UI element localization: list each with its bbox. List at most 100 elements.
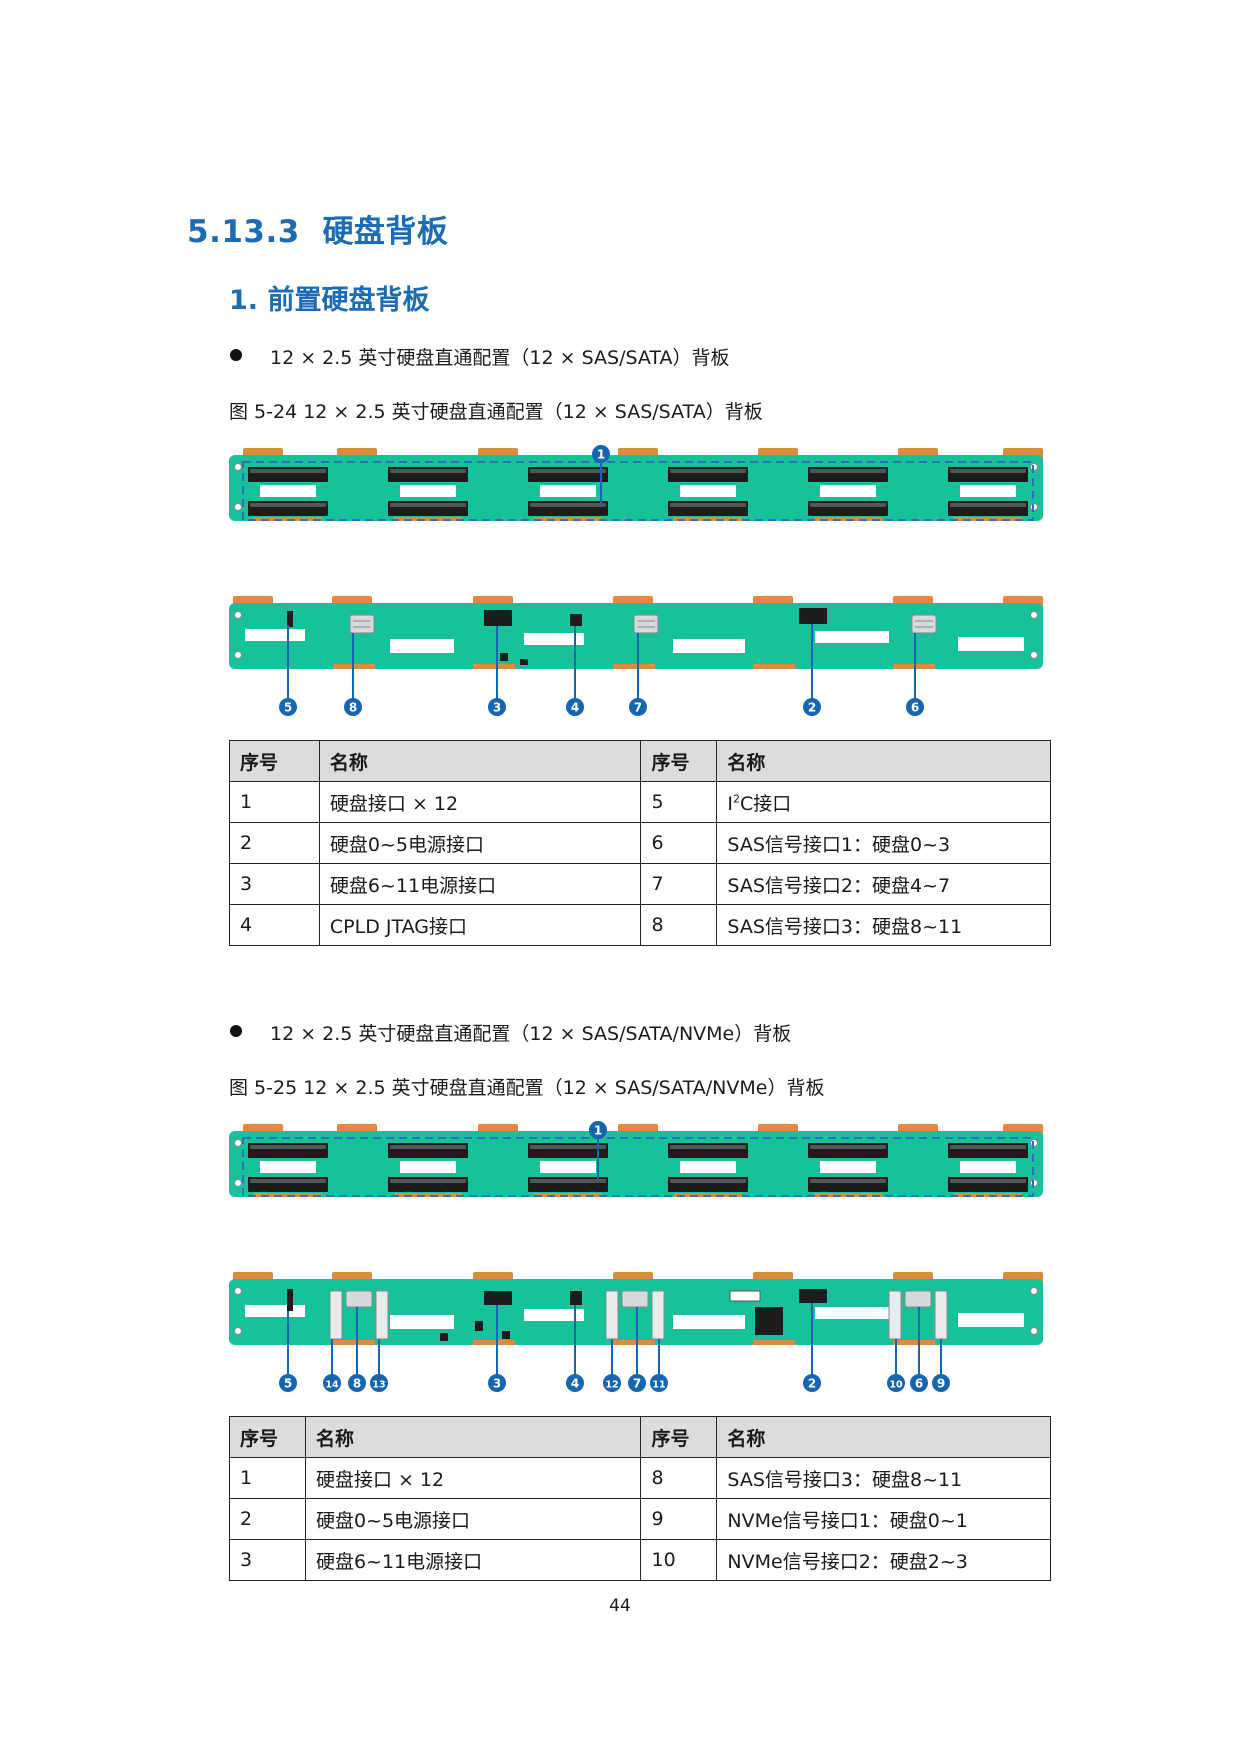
i2c-connector <box>287 611 293 627</box>
drive-connector-pins <box>950 503 1026 507</box>
col-header-name: 名称 <box>716 1416 1051 1458</box>
callout-number: 8 <box>353 1377 361 1391</box>
section-title: 硬盘背板 <box>322 214 449 250</box>
power-connector <box>799 1289 827 1303</box>
bottom-pad <box>753 664 795 669</box>
chip <box>520 659 528 665</box>
board-label-area <box>673 639 745 653</box>
sas-connector <box>621 1290 649 1308</box>
power-connector <box>484 1291 512 1305</box>
sas-connector <box>904 1290 932 1308</box>
board-label-area <box>673 1315 745 1329</box>
board-label-area <box>400 485 456 497</box>
sas-connector <box>345 1290 373 1308</box>
board-label-area <box>680 1161 736 1173</box>
screw-hole-icon <box>1030 651 1038 659</box>
screw-hole-icon <box>1030 1327 1038 1335</box>
table-row: 1 硬盘接口 × 12 8 SAS信号接口3：硬盘8~11 <box>229 1457 1051 1499</box>
nvme-connector <box>934 1290 948 1340</box>
bottom-pad <box>333 1340 375 1345</box>
nvme-connector <box>605 1290 619 1340</box>
figure-caption-5-24: 图 5-24 12 × 2.5 英寸硬盘直通配置（12 × SAS/SATA）背… <box>229 401 763 423</box>
table-cell: 6 <box>640 822 718 864</box>
drive-connector-pins <box>530 469 606 473</box>
table-row: 2 硬盘0~5电源接口 9 NVMe信号接口1：硬盘0~1 <box>229 1498 1051 1540</box>
callout-number: 11 <box>652 1380 665 1391</box>
chip <box>475 1321 483 1331</box>
bottom-pad <box>473 1340 515 1345</box>
callout-marker-icon <box>932 1374 950 1392</box>
parts-table-1: 序号 名称 序号 名称 1 硬盘接口 × 12 5 I2C接口 2 硬盘0~5电… <box>229 740 1051 946</box>
screw-hole-icon <box>234 611 242 619</box>
callout-number: 2 <box>808 1377 816 1391</box>
drive-connector-pins <box>530 1179 606 1183</box>
board-label-area <box>260 485 316 497</box>
nvme-connector <box>375 1290 389 1340</box>
callout-number: 1 <box>597 448 605 462</box>
subsection-number: 1. <box>229 285 259 316</box>
drive-connector-pins <box>670 1145 746 1149</box>
callout-number: 3 <box>493 701 501 715</box>
callout-number: 8 <box>349 701 357 715</box>
bullet-text: 12 × 2.5 英寸硬盘直通配置（12 × SAS/SATA/NVMe）背板 <box>270 1023 792 1045</box>
board-label-area <box>245 629 305 641</box>
col-header-name: 名称 <box>716 740 1051 782</box>
drive-connector-pins <box>250 1179 326 1183</box>
drive-connector-pins <box>250 469 326 473</box>
drive-connector-pins <box>250 503 326 507</box>
callout-number: 14 <box>325 1380 339 1391</box>
figure-caption-5-25: 图 5-25 12 × 2.5 英寸硬盘直通配置（12 × SAS/SATA/N… <box>229 1077 825 1099</box>
table-cell: 3 <box>229 1539 306 1581</box>
table-cell: 1 <box>229 781 320 823</box>
callout-marker-icon <box>370 1374 388 1392</box>
drive-connector-pins <box>810 469 886 473</box>
board-label-area <box>958 1313 1024 1327</box>
callout-number: 7 <box>634 701 642 715</box>
table-row: 4 CPLD JTAG接口 8 SAS信号接口3：硬盘8~11 <box>229 904 1051 946</box>
callout-marker-icon <box>592 445 610 463</box>
callout-number: 6 <box>911 701 919 715</box>
table-cell: SAS信号接口3：硬盘8~11 <box>716 904 1051 946</box>
callout-marker-icon <box>323 1374 341 1392</box>
callout-number: 7 <box>633 1377 641 1391</box>
board-label-area <box>245 1305 305 1317</box>
drive-connector-pins <box>670 503 746 507</box>
screw-hole-icon <box>234 651 242 659</box>
table-cell: NVMe信号接口1：硬盘0~1 <box>716 1498 1051 1540</box>
table-cell: 硬盘6~11电源接口 <box>318 863 642 905</box>
jtag-connector <box>570 1291 582 1305</box>
nvme-connector <box>651 1290 665 1340</box>
drive-connector-pins <box>670 1179 746 1183</box>
board-label-area <box>540 1161 596 1173</box>
drive-connector-pins <box>950 1179 1026 1183</box>
bottom-pad <box>394 517 462 521</box>
bullet-text: 12 × 2.5 英寸硬盘直通配置（12 × SAS/SATA）背板 <box>270 347 730 369</box>
subsection-heading: 1. 前置硬盘背板 <box>229 278 429 317</box>
callout-number: 5 <box>284 1377 292 1391</box>
callout-number: 1 <box>594 1124 602 1138</box>
board-label-area <box>524 633 584 645</box>
col-header-index: 序号 <box>229 1416 306 1458</box>
board-label-area <box>400 1161 456 1173</box>
table-cell: 5 <box>640 781 718 823</box>
callout-marker-icon <box>589 1121 607 1139</box>
board-label-area <box>260 1161 316 1173</box>
callout-marker-icon <box>488 698 506 716</box>
table-row: 2 硬盘0~5电源接口 6 SAS信号接口1：硬盘0~3 <box>229 822 1051 864</box>
callout-number: 5 <box>284 701 292 715</box>
bottom-pad <box>613 1340 655 1345</box>
col-header-index: 序号 <box>640 740 718 782</box>
screw-hole-icon <box>234 1287 242 1295</box>
board-label-area <box>958 637 1024 651</box>
drive-connector-pins <box>950 469 1026 473</box>
bottom-pad <box>954 1193 1022 1197</box>
callout-marker-icon <box>629 698 647 716</box>
col-header-name: 名称 <box>304 1416 642 1458</box>
callout-marker-icon <box>279 1374 297 1392</box>
drive-connector-pins <box>390 503 466 507</box>
bullet-dot-icon <box>230 349 242 361</box>
board-label-area <box>524 1309 584 1321</box>
board-label-area <box>390 639 454 653</box>
power-connector <box>484 610 512 626</box>
